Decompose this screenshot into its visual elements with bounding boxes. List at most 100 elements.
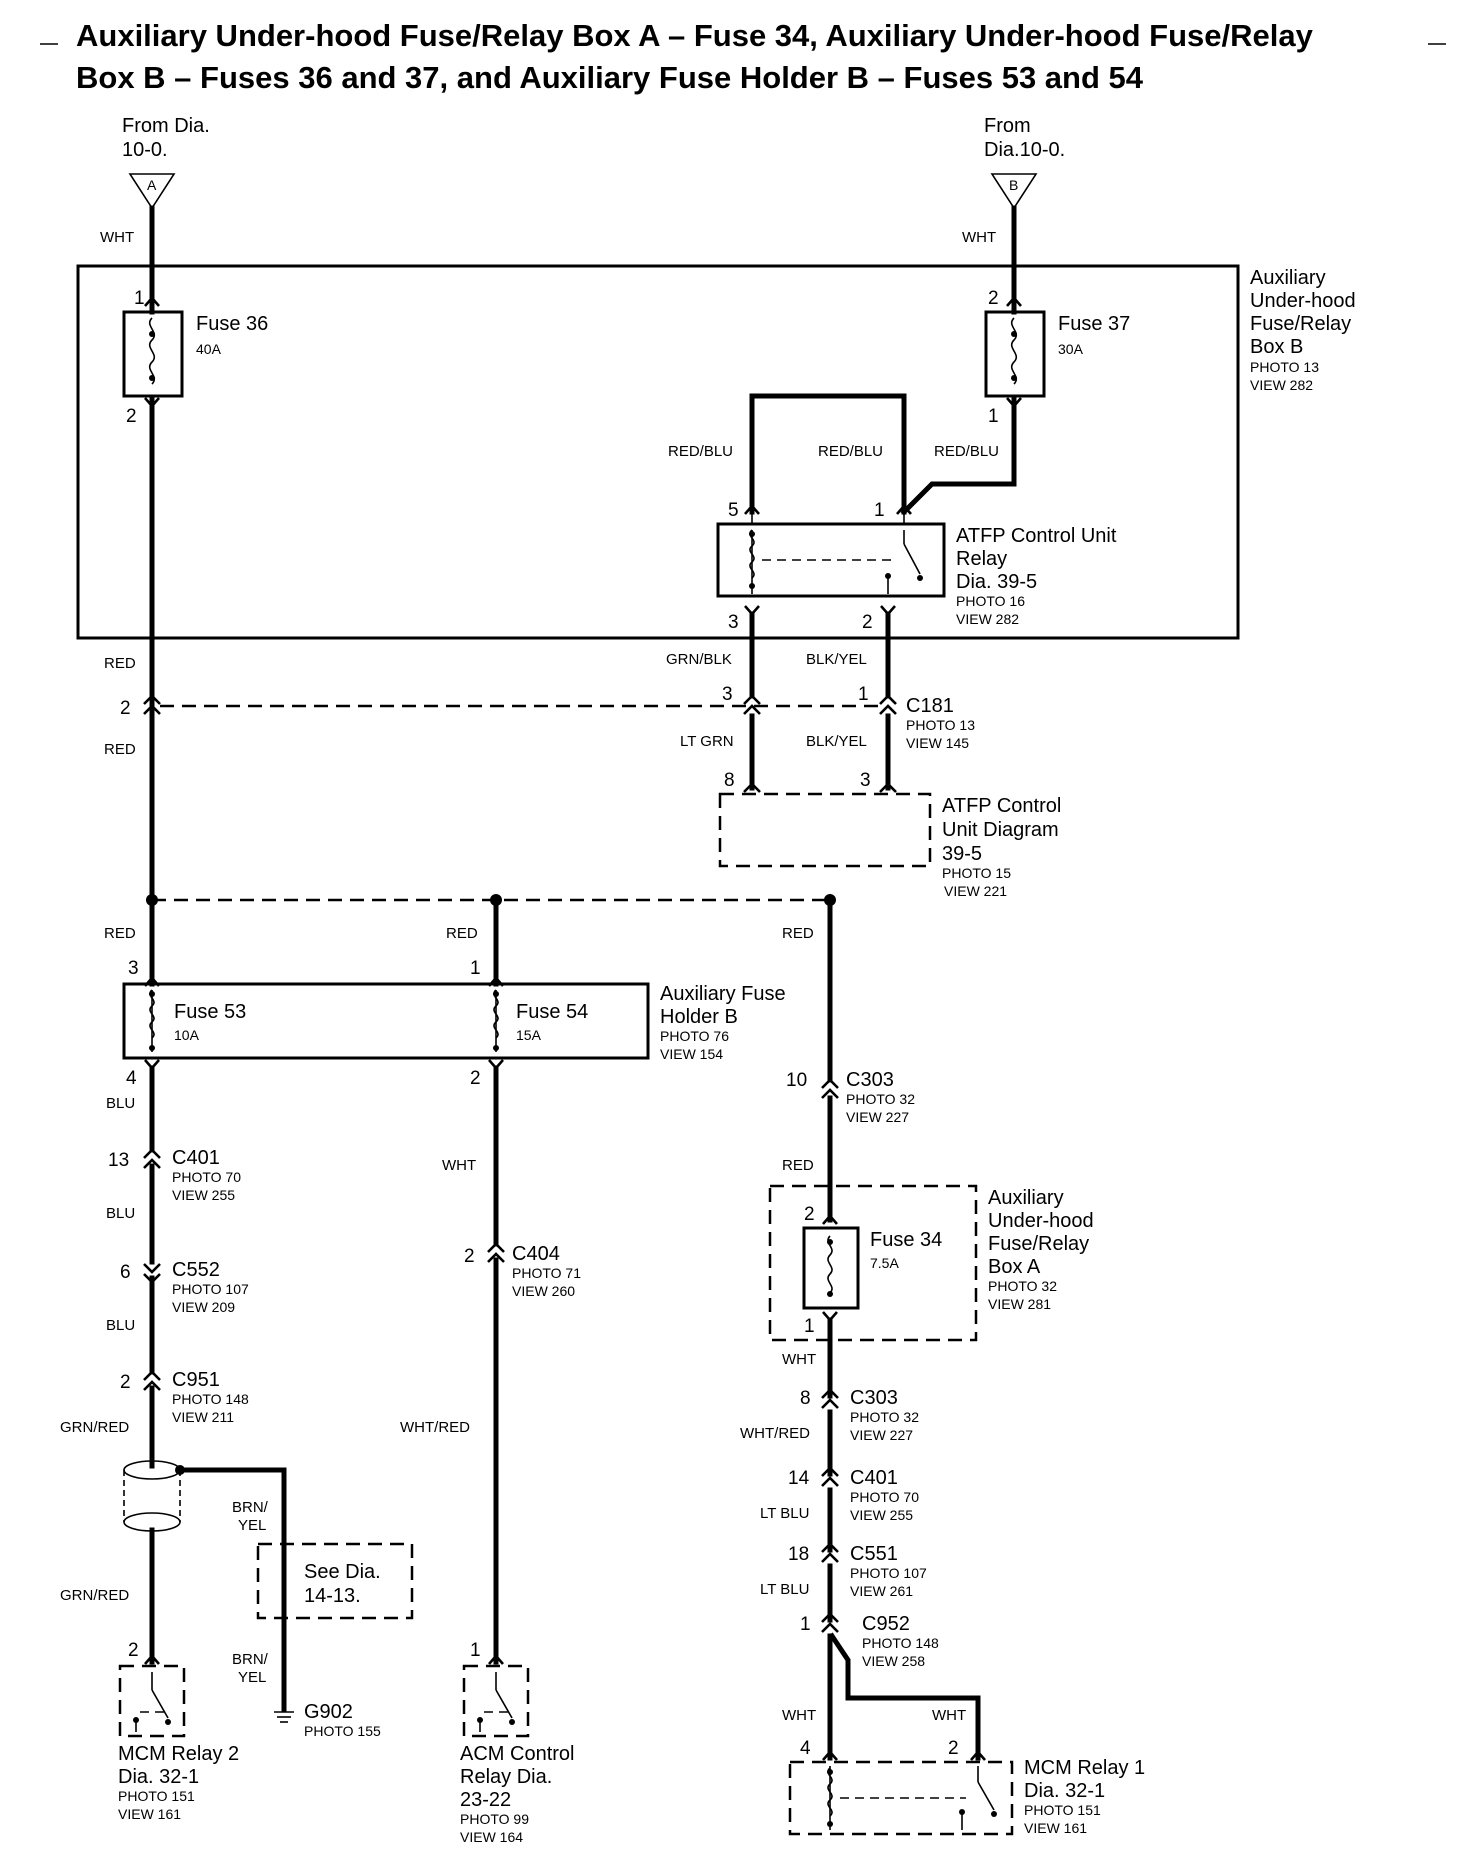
mcm-relay2-label-1: MCM Relay 2 <box>118 1743 239 1765</box>
wire-label-red-4: RED <box>446 925 478 942</box>
c181-pin-right: 1 <box>858 684 869 705</box>
atfp-relay-pin-2: 2 <box>862 612 873 633</box>
atfp-relay <box>716 504 946 616</box>
c404-name: C404 <box>512 1243 560 1265</box>
atfp-relay-pin-1: 1 <box>874 500 885 521</box>
fuse34-pin-in: 2 <box>804 1204 815 1225</box>
fuse53-name: Fuse 53 <box>174 1001 246 1023</box>
acm-relay-label-2: Relay Dia. <box>460 1766 552 1788</box>
wire-label-ltblu-2: LT BLU <box>760 1581 809 1598</box>
wire-relay-pin5-loop <box>749 393 907 515</box>
fuse-34 <box>802 1214 860 1322</box>
mcm-relay2-pin: 2 <box>128 1640 139 1661</box>
c303-b-photo: PHOTO 32 <box>850 1409 919 1425</box>
mcm-relay1-label-1: MCM Relay 1 <box>1024 1757 1145 1779</box>
c552-connector <box>143 1263 161 1284</box>
wire-label-brnyel-1b: YEL <box>238 1517 266 1534</box>
fuse36-pin-in: 1 <box>134 288 145 309</box>
atfp-unit-label-2: Unit Diagram <box>942 819 1059 841</box>
wire-label-grnred-1: GRN/RED <box>60 1419 129 1436</box>
mcm-relay-2 <box>118 1654 186 1738</box>
source-a-label-1: From Dia. <box>122 115 210 137</box>
g902-photo: PHOTO 155 <box>304 1723 381 1739</box>
wire-label-redblu-1: RED/BLU <box>668 443 733 460</box>
c181-pin-left: 2 <box>120 698 131 719</box>
source-b-label-1: From <box>984 115 1031 137</box>
box-a-label-4: Box A <box>988 1256 1041 1278</box>
c951-photo: PHOTO 148 <box>172 1391 249 1407</box>
mcm-relay1-photo: PHOTO 151 <box>1024 1802 1101 1818</box>
wire-label-brnyel-2a: BRN/ <box>232 1651 269 1668</box>
atfp-unit-pin3-terminal <box>879 782 897 793</box>
fuse34-name: Fuse 34 <box>870 1229 942 1251</box>
mcm-relay2-label-2: Dia. 32-1 <box>118 1766 199 1788</box>
c303-a-pin: 10 <box>786 1070 807 1091</box>
c303-a-name: C303 <box>846 1069 894 1091</box>
c952-photo: PHOTO 148 <box>862 1635 939 1651</box>
wire-label-red-5: RED <box>782 925 814 942</box>
wire-label-red-2: RED <box>104 741 136 758</box>
source-b-label-2: Dia.10-0. <box>984 139 1065 161</box>
fuse-53 <box>144 976 160 1070</box>
c404-view: VIEW 260 <box>512 1283 575 1299</box>
title-line-1: Auxiliary Under-hood Fuse/Relay Box A – … <box>76 18 1314 53</box>
c551-connector <box>821 1542 839 1563</box>
holder-b-photo: PHOTO 76 <box>660 1028 729 1044</box>
box-b-label-4: Box B <box>1250 336 1303 358</box>
source-a-triangle <box>128 173 176 210</box>
box-b-outline <box>76 264 1240 640</box>
c181-photo: PHOTO 13 <box>906 717 975 733</box>
wire-label-wht-b: WHT <box>962 229 996 246</box>
atfp-relay-photo: PHOTO 16 <box>956 593 1025 609</box>
fuse53-pin-out: 4 <box>126 1068 137 1089</box>
c951-view: VIEW 211 <box>172 1409 234 1425</box>
atfp-relay-pin-3: 3 <box>728 612 739 633</box>
acm-control-relay <box>462 1654 530 1738</box>
fuse53-rating: 10A <box>174 1027 200 1043</box>
atfp-relay-label-1: ATFP Control Unit <box>956 525 1117 547</box>
box-a-label-2: Under-hood <box>988 1210 1094 1232</box>
c552-photo: PHOTO 107 <box>172 1281 249 1297</box>
c951-pin: 2 <box>120 1372 131 1393</box>
c181-connector <box>143 694 897 715</box>
c552-name: C552 <box>172 1259 220 1281</box>
box-b-label-1: Auxiliary <box>1250 267 1326 289</box>
wire-label-whtred-mid: WHT/RED <box>400 1419 470 1436</box>
c401-right-view: VIEW 255 <box>850 1507 913 1523</box>
mcm-relay1-pin-left: 4 <box>800 1738 811 1759</box>
c401-left-name: C401 <box>172 1147 220 1169</box>
c303-a-connector <box>821 1078 839 1099</box>
g902-name: G902 <box>304 1701 353 1723</box>
see-dia-box[interactable] <box>256 1542 414 1620</box>
wire-label-red-6: RED <box>782 1157 814 1174</box>
mcm-relay-1 <box>788 1750 1014 1836</box>
box-b-photo: PHOTO 13 <box>1250 359 1319 375</box>
atfp-relay-label-3: Dia. 39-5 <box>956 571 1037 593</box>
c181-view: VIEW 145 <box>906 735 969 751</box>
holder-b-label-2: Holder B <box>660 1006 738 1028</box>
see-dia-line-1[interactable]: See Dia. <box>304 1561 381 1583</box>
wire-label-red-1: RED <box>104 655 136 672</box>
c952-view: VIEW 258 <box>862 1653 925 1669</box>
c404-photo: PHOTO 71 <box>512 1265 581 1281</box>
c303-b-connector <box>821 1388 839 1409</box>
title-line-2: Box B – Fuses 36 and 37, and Auxiliary F… <box>76 60 1144 95</box>
fuse36-name: Fuse 36 <box>196 313 268 335</box>
box-b-label-3: Fuse/Relay <box>1250 313 1351 335</box>
source-a-letter: A <box>147 177 157 193</box>
atfp-relay-pin-5: 5 <box>728 500 739 521</box>
mcm-relay1-view: VIEW 161 <box>1024 1820 1087 1836</box>
c303-a-view: VIEW 227 <box>846 1109 909 1125</box>
c951-name: C951 <box>172 1369 220 1391</box>
wire-label-wht-r2: WHT <box>782 1707 816 1724</box>
see-dia-line-2[interactable]: 14-13. <box>304 1585 361 1607</box>
atfp-unit-pin-left: 8 <box>724 770 735 791</box>
shielded-cable-symbol <box>123 1460 185 1532</box>
fuse54-pin-out: 2 <box>470 1068 481 1089</box>
holder-b-label-1: Auxiliary Fuse <box>660 983 786 1005</box>
box-a-photo: PHOTO 32 <box>988 1278 1057 1294</box>
fuse37-name: Fuse 37 <box>1058 313 1130 335</box>
source-a-label-2: 10-0. <box>122 139 168 161</box>
wire-label-wht-r1: WHT <box>782 1351 816 1368</box>
c552-pin: 6 <box>120 1262 131 1283</box>
